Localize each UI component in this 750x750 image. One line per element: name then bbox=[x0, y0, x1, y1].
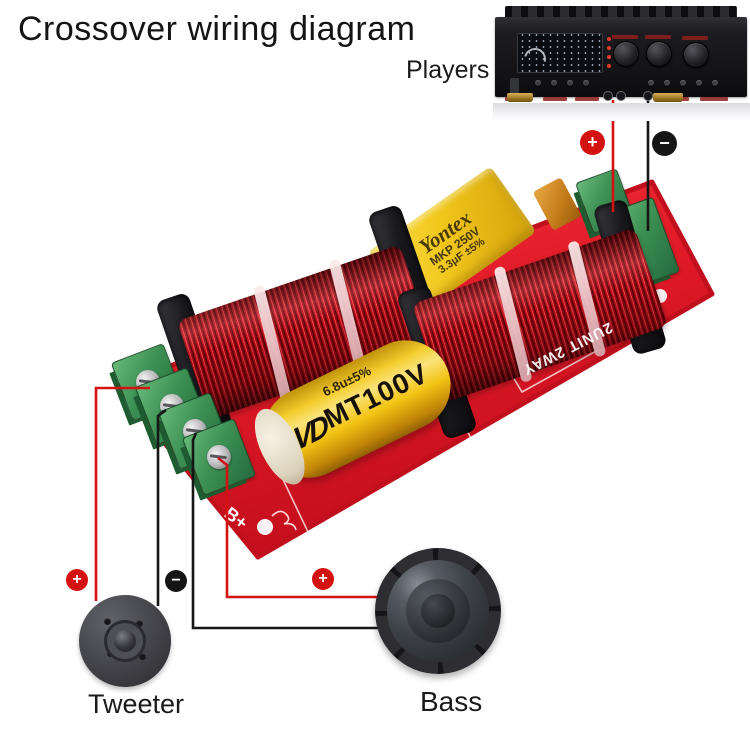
minus-symbol: − bbox=[659, 133, 670, 153]
amplifier-vents bbox=[505, 6, 737, 18]
plus-symbol: + bbox=[72, 571, 82, 588]
treble-knob bbox=[683, 42, 709, 68]
tweeter-speaker bbox=[79, 595, 171, 687]
amplifier-display bbox=[517, 33, 603, 73]
amp-plus-icon: + bbox=[580, 130, 605, 155]
wire-bass-positive bbox=[217, 456, 380, 599]
tweeter-dome bbox=[114, 630, 136, 652]
amplifier-shelf bbox=[493, 103, 750, 121]
tweeter-screw bbox=[104, 618, 111, 625]
panel-button bbox=[680, 80, 686, 86]
wire-bass-negative bbox=[191, 432, 378, 630]
minus-symbol: − bbox=[171, 572, 181, 589]
tweeter-label: Tweeter bbox=[88, 689, 185, 719]
bass-label: Bass bbox=[420, 686, 483, 717]
panel-button bbox=[648, 80, 654, 86]
volume-knob bbox=[613, 41, 639, 67]
amplifier-foot bbox=[653, 93, 683, 102]
panel-button bbox=[567, 80, 573, 86]
display-logo-icon bbox=[519, 43, 551, 72]
mounting-hole-left bbox=[257, 519, 273, 535]
indicator-led bbox=[607, 64, 611, 68]
output-jack bbox=[643, 91, 653, 101]
panel-label bbox=[543, 97, 567, 101]
panel-button bbox=[535, 80, 541, 86]
indicator-led bbox=[607, 37, 611, 41]
bass-speaker bbox=[375, 548, 501, 674]
bass-knob bbox=[646, 41, 672, 67]
plus-symbol: + bbox=[318, 570, 328, 587]
panel-button bbox=[583, 80, 589, 86]
wire-tweeter-positive bbox=[94, 386, 150, 601]
amplifier-body bbox=[495, 17, 747, 102]
bass-plus-icon: + bbox=[312, 568, 334, 590]
knob-label bbox=[682, 36, 708, 40]
panel-button bbox=[712, 80, 718, 86]
players-label: Players bbox=[406, 56, 490, 84]
amp-minus-icon: − bbox=[652, 131, 677, 156]
wire-tweeter-negative bbox=[156, 408, 167, 606]
logo-mark bbox=[271, 510, 297, 531]
page-title: Crossover wiring diagram bbox=[18, 10, 416, 48]
plus-symbol: + bbox=[587, 132, 598, 152]
amplifier bbox=[495, 6, 747, 106]
tweeter-minus-icon: − bbox=[165, 570, 187, 592]
amplifier-foot bbox=[507, 93, 533, 102]
panel-button bbox=[664, 80, 670, 86]
panel-button bbox=[696, 80, 702, 86]
bass-dust-cap bbox=[421, 594, 455, 628]
knob-label bbox=[612, 35, 638, 39]
knob-label bbox=[645, 35, 671, 39]
panel-label bbox=[700, 97, 728, 101]
indicator-led bbox=[607, 46, 611, 50]
tweeter-screw bbox=[139, 653, 146, 660]
indicator-led bbox=[607, 55, 611, 59]
output-jack bbox=[616, 91, 626, 101]
tweeter-screw bbox=[136, 620, 143, 627]
panel-button bbox=[551, 80, 557, 86]
panel-label bbox=[575, 97, 599, 101]
output-jack bbox=[603, 91, 613, 101]
tweeter-plus-icon: + bbox=[66, 569, 88, 591]
